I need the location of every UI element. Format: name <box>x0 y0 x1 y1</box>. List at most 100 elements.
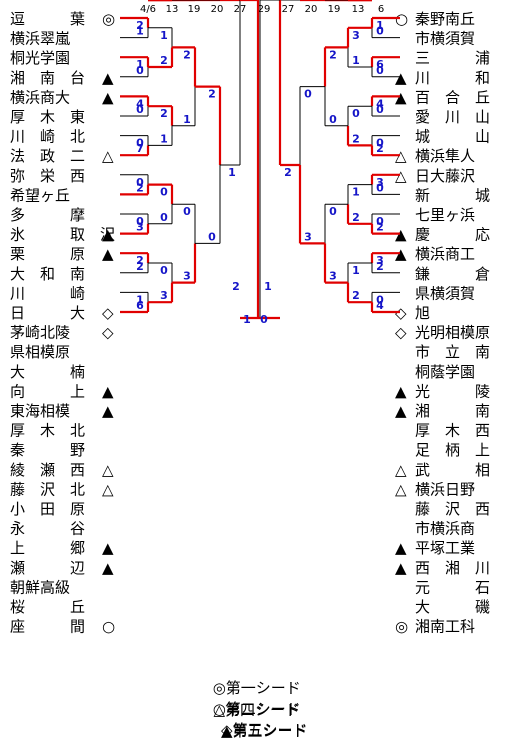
seed-5-icon: ▲ <box>102 539 114 557</box>
team-name: 足 柄 上 <box>415 441 490 459</box>
match-score: 2 <box>352 0 360 3</box>
team-name: 西 湘 川 <box>415 559 490 577</box>
match-score: 1 <box>160 0 168 3</box>
match-score: 2 <box>329 0 337 3</box>
match-score: 3 <box>352 29 360 42</box>
match-score: 0 <box>376 25 384 38</box>
match-score: 0 <box>329 0 337 3</box>
match-score: 0 <box>376 215 384 228</box>
round-date: 13 <box>352 4 365 15</box>
team-name: 座 間 <box>10 618 85 636</box>
seed-5-icon: ▲ <box>395 69 407 87</box>
match-score: 0 <box>352 107 360 120</box>
match-score: 1 <box>183 0 191 3</box>
match-score: 1 <box>304 0 312 3</box>
team-name: 綾 瀬 西 <box>10 461 85 479</box>
match-score: 2 <box>329 0 337 3</box>
team-name: 朝鮮高級 <box>10 578 70 596</box>
seed-5-icon: ▲ <box>102 245 114 263</box>
seed-5-icon: ▲ <box>395 226 407 244</box>
match-score: 4 <box>376 299 384 312</box>
seed-1-icon: ◎ <box>102 10 115 28</box>
final-score-left: 1 <box>243 313 251 326</box>
match-score: 2 <box>376 260 384 273</box>
team-name: 大 楠 <box>10 363 85 381</box>
match-score: 0 <box>304 0 312 3</box>
match-score: 0 <box>284 0 292 3</box>
team-name: 東海相模 <box>10 402 70 420</box>
team-name: 鎌 倉 <box>415 265 490 283</box>
seed-5-icon: ▲ <box>395 245 407 263</box>
match-score: 6 <box>376 58 384 71</box>
team-name: 市 立 南 <box>415 343 490 361</box>
match-score: 2 <box>183 0 191 3</box>
match-score: 2 <box>183 48 191 61</box>
seed-5-icon: ▲ <box>102 382 114 400</box>
seed-4-icon: △ <box>102 147 114 165</box>
match-score: 2 <box>160 0 168 3</box>
match-score: 2 <box>136 260 144 273</box>
match-score: 1 <box>136 293 144 306</box>
match-score: 2 <box>136 181 144 194</box>
team-name: 秦 野 <box>10 441 85 459</box>
match-score: 0 <box>136 137 144 150</box>
team-name: 茅崎北陵 <box>10 324 70 342</box>
match-score: 3 <box>376 176 384 189</box>
team-name: 旭 <box>415 304 430 322</box>
match-score: 3 <box>352 0 360 3</box>
match-score: 0 <box>376 181 384 194</box>
match-score: 0 <box>376 103 384 116</box>
match-score: 0 <box>136 103 144 116</box>
team-name: 桐蔭学園 <box>415 363 475 381</box>
team-name: 慶 応 <box>415 226 490 244</box>
match-score: 1 <box>160 0 168 3</box>
team-name: 市横浜商 <box>415 520 475 538</box>
team-name: 横浜翠嵐 <box>10 30 70 48</box>
match-score: 0 <box>329 205 337 218</box>
seed-5-icon: ▲ <box>395 539 407 557</box>
team-name: 桐光学園 <box>10 49 70 67</box>
team-name: 法 政 二 <box>10 147 85 165</box>
match-score: 2 <box>352 0 360 3</box>
team-name: 秦野南丘 <box>415 10 475 28</box>
team-name: 日 大 <box>10 304 85 322</box>
seed-4-icon: △ <box>395 480 407 498</box>
team-name: 上 郷 <box>10 539 85 557</box>
match-score: 1 <box>160 29 168 42</box>
team-name: 平塚工業 <box>415 539 475 557</box>
match-score: 2 <box>160 107 168 120</box>
match-score: 6 <box>136 299 144 312</box>
match-score: 7 <box>136 142 144 155</box>
legend-fourth-seed: △第四シード <box>213 701 301 719</box>
match-score: 1 <box>136 25 144 38</box>
team-name: 三 浦 <box>415 49 490 67</box>
seed-4-icon: △ <box>395 147 407 165</box>
seed-4-icon: △ <box>395 461 407 479</box>
round-date: 29 <box>258 4 271 15</box>
match-score: 3 <box>160 289 168 302</box>
team-name: 湘 南 <box>415 402 490 420</box>
match-score: 4 <box>136 97 144 110</box>
match-score: 1 <box>160 0 168 3</box>
team-name: 横浜日野 <box>415 480 475 498</box>
team-name: 市横須賀 <box>415 30 475 48</box>
team-name: 新 城 <box>415 186 490 204</box>
semi-score-right: 1 <box>264 280 272 293</box>
team-name: 弥 栄 西 <box>10 167 85 185</box>
team-name: 瀬 辺 <box>10 559 85 577</box>
match-score: 3 <box>183 270 191 283</box>
match-score: 1 <box>352 0 360 3</box>
seed-2-icon: ○ <box>395 10 408 28</box>
seed-1-icon: ◎ <box>395 618 408 636</box>
match-score: 1 <box>183 113 191 126</box>
seed-5-icon: ▲ <box>395 382 407 400</box>
seed-5-icon: ▲ <box>395 88 407 106</box>
seed-3-icon: ◇ <box>395 324 407 342</box>
seed-3-icon: ◇ <box>102 304 114 322</box>
team-name: 横浜商工 <box>415 245 475 263</box>
seed-3-icon: ◇ <box>102 324 114 342</box>
match-score: 4 <box>160 0 168 3</box>
match-score: 2 <box>160 54 168 67</box>
match-score: 1 <box>228 166 236 179</box>
